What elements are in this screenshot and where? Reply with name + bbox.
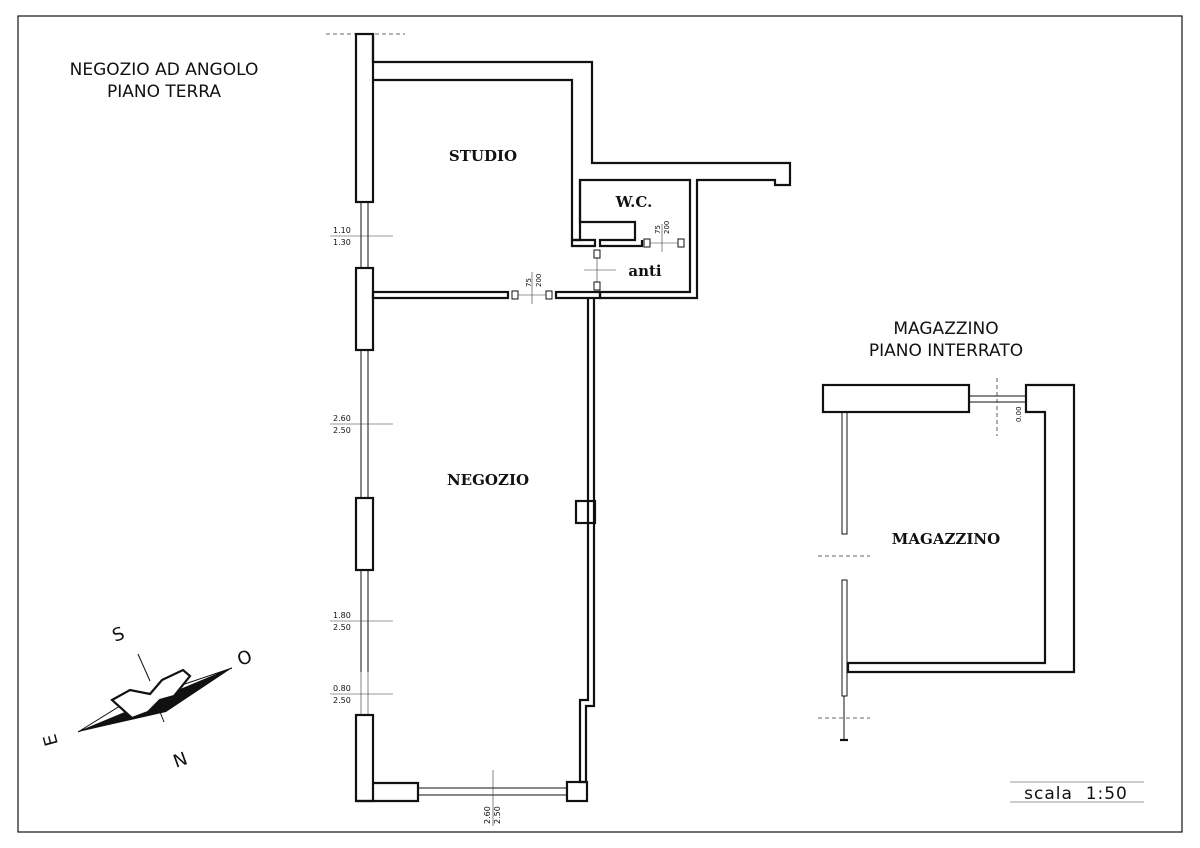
column-negozio (574, 499, 597, 525)
ground-floor-title-line1: NEGOZIO AD ANGOLO (70, 60, 259, 80)
wall-divider-left (371, 290, 510, 300)
compass-rose: S O E N (40, 623, 255, 773)
dim-window-3: 1.80 2.50 (330, 611, 393, 632)
wall-left-bottom (354, 713, 375, 803)
room-label-magazzino: MAGAZZINO (892, 530, 1000, 548)
svg-text:1.30: 1.30 (333, 238, 351, 247)
dim-window-1: 1.10 1.30 (330, 226, 393, 247)
wall-left-pier2 (354, 496, 375, 572)
window-left-1 (360, 202, 369, 268)
basement-top-opening: 0.00 (969, 378, 1026, 436)
basement-wall-right (846, 383, 1076, 674)
dim-window-4: 0.80 2.50 (330, 684, 393, 705)
bottom-window-dim-a: 2.60 (483, 806, 492, 824)
wall-left-pier1 (354, 266, 375, 352)
door-anti (584, 249, 616, 291)
ground-floor-plan: 75 200 75 200 (326, 32, 792, 826)
svg-text:0.80: 0.80 (333, 684, 351, 693)
door-main-height: 200 (535, 274, 543, 287)
wall-studio-top (371, 34, 792, 300)
compass-letter-north: N (171, 748, 191, 772)
window-bottom: 2.60 2.50 (418, 770, 567, 826)
basement-title-line2: PIANO INTERRATO (869, 341, 1023, 361)
sheet-border (17, 15, 1183, 833)
door-wc-height: 200 (663, 221, 671, 234)
basement-title: MAGAZZINO PIANO INTERRATO (869, 319, 1023, 361)
ground-floor-title-line2: PIANO TERRA (107, 82, 221, 102)
room-label-studio: STUDIO (449, 147, 517, 165)
wall-wc-inner (578, 180, 644, 248)
compass-letter-west: O (235, 646, 255, 671)
wall-divider-right (554, 290, 602, 300)
basement-wall-left-lower (841, 579, 848, 697)
wall-bottom-left (356, 781, 420, 803)
scale-block: scala 1:50 (1010, 781, 1144, 804)
door-main-width: 75 (525, 278, 533, 287)
window-left-4 (360, 672, 369, 715)
svg-text:2.50: 2.50 (333, 696, 351, 705)
bottom-window-dim-b: 2.50 (493, 806, 502, 824)
dim-window-2: 2.60 2.50 (330, 414, 393, 435)
wall-negozio-right (578, 298, 596, 784)
svg-text:2.60: 2.60 (333, 414, 351, 423)
basement-title-line1: MAGAZZINO (893, 319, 998, 339)
compass-tick-n (159, 711, 165, 723)
basement-wall-top-left (821, 383, 971, 414)
door-wc: 75 200 (643, 221, 685, 252)
door-studio-negozio: 75 200 (511, 272, 553, 304)
column-bottom-right (565, 780, 589, 803)
ground-floor-title: NEGOZIO AD ANGOLO PIANO TERRA (70, 60, 259, 102)
svg-text:2.50: 2.50 (333, 623, 351, 632)
compass-letter-east: E (40, 732, 63, 748)
compass-zigzag (110, 668, 192, 720)
room-label-negozio: NEGOZIO (447, 471, 529, 489)
basement-wall-left-upper (841, 411, 848, 535)
compass-letter-south: S (110, 623, 128, 647)
basement-opening-dim: 0.00 (1015, 406, 1023, 422)
scale-label: scala 1:50 (1024, 784, 1128, 804)
wall-wc (570, 238, 597, 248)
door-wc-width: 75 (654, 225, 662, 234)
compass-tick-s (137, 653, 151, 682)
room-label-wc: W.C. (615, 193, 653, 211)
svg-text:2.50: 2.50 (333, 426, 351, 435)
svg-text:1.10: 1.10 (333, 226, 351, 235)
wall-left-top (354, 32, 375, 204)
svg-text:1.80: 1.80 (333, 611, 351, 620)
room-label-anti: anti (628, 262, 662, 280)
basement-plan: 0.00 MAGAZZINO (818, 378, 1076, 742)
